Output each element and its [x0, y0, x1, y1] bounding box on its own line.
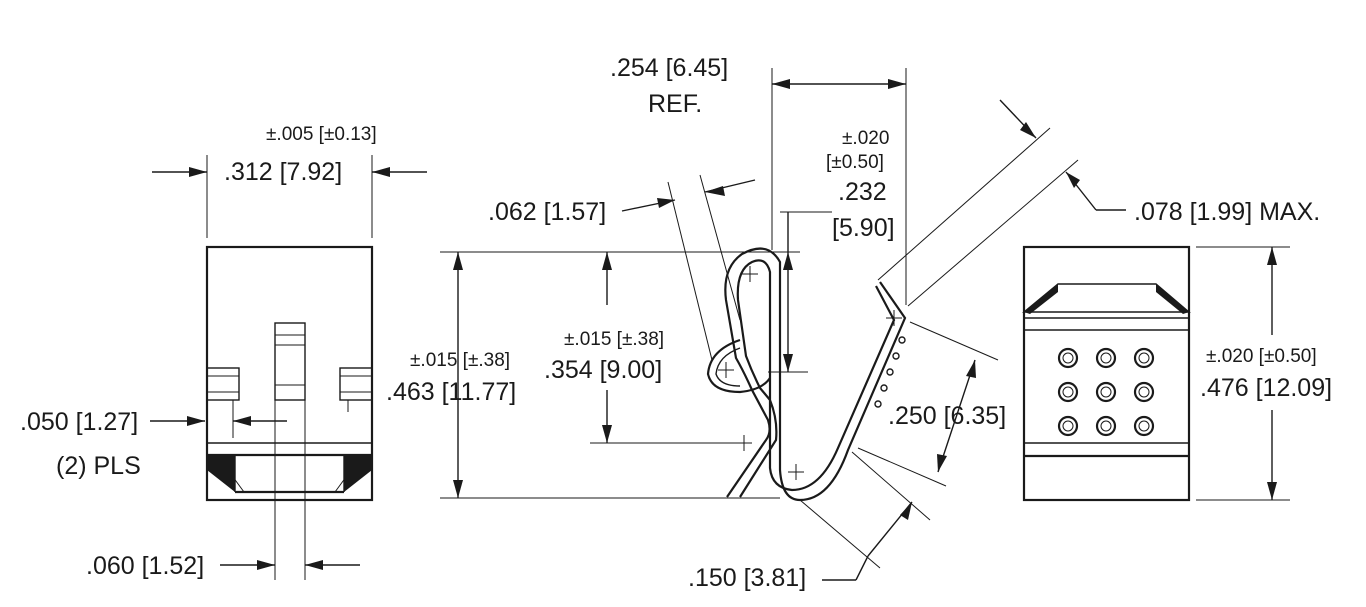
max-opening-value: .078 [1.99] MAX. — [1134, 198, 1320, 226]
inner-height-tolerance: ±.015 [±.38] — [564, 329, 664, 350]
side-profile-view — [440, 68, 1126, 581]
right-chamfer — [344, 455, 372, 492]
left-chamfer — [207, 455, 235, 492]
height-tolerance: ±.015 [±.38] — [410, 350, 510, 371]
side-height-value: .476 [12.09] — [1200, 374, 1332, 402]
bottom-radius-value: .150 [3.81] — [688, 564, 806, 592]
front-view — [150, 155, 427, 580]
depth-value-line1: .232 — [838, 178, 887, 206]
rear-view — [1022, 245, 1290, 502]
width-value: .312 [7.92] — [224, 158, 342, 186]
ref-width-value: .254 [6.45] — [610, 54, 728, 82]
depth-value-line2: [5.90] — [832, 214, 895, 242]
tab-quantity: (2) PLS — [56, 452, 141, 480]
ref-label: REF. — [648, 90, 702, 118]
right-side-tab — [339, 367, 373, 401]
inner-height-value: .354 [9.00] — [544, 356, 662, 384]
thickness-value: .062 [1.57] — [488, 198, 606, 226]
side-height-tolerance: ±.020 [±0.50] — [1206, 346, 1317, 367]
width-tolerance: ±.005 [±0.13] — [266, 124, 377, 145]
height-value: .463 [11.77] — [386, 378, 516, 406]
dimension-labels: ±.005 [±0.13] .312 [7.92] .050 [1.27] (2… — [20, 54, 1332, 592]
rear-view-outline — [1022, 245, 1191, 502]
depth-tolerance-line2: [±0.50] — [826, 152, 884, 173]
dimple-grid — [1057, 347, 1155, 437]
clip-profile — [724, 247, 907, 502]
depth-tolerance-line1: ±.020 — [842, 128, 889, 149]
arm-length-value: .250 [6.35] — [888, 402, 1006, 430]
left-side-tab — [206, 367, 240, 401]
center-tab — [274, 322, 306, 401]
tab-width-value: .050 [1.27] — [20, 408, 138, 436]
slot-width-value: .060 [1.52] — [86, 552, 204, 580]
